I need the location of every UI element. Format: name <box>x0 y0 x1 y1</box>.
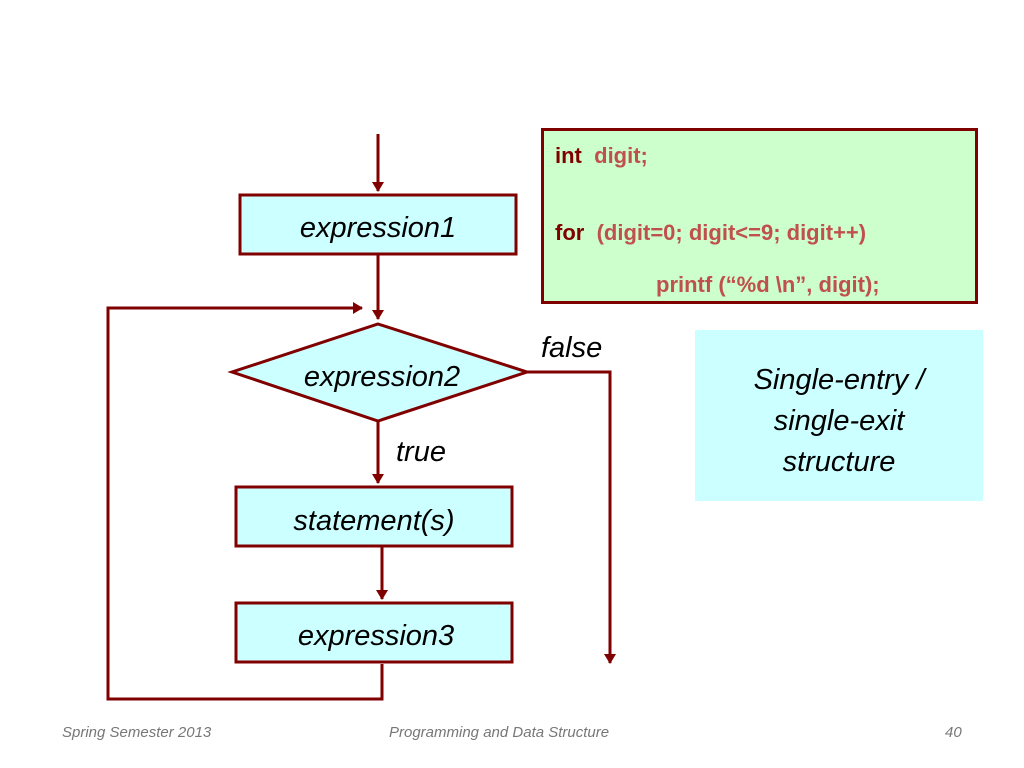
footer-page-number: 40 <box>945 724 962 741</box>
loop-back-arrow <box>106 302 384 701</box>
false-exit-arrow <box>527 370 616 664</box>
code-keyword-int: int <box>555 143 582 168</box>
true-label: true <box>396 436 446 468</box>
statement-box <box>234 485 514 548</box>
statement-label: statement(s) <box>293 505 454 537</box>
footer-course: Programming and Data Structure <box>389 724 610 741</box>
footer-semester: Spring Semester 2013 <box>62 724 212 741</box>
note-line-3: structure <box>782 446 896 478</box>
code-line-for: for (digit=0; digit<=9; digit++) <box>555 220 866 246</box>
structure-note: Single-entry / single-exit structure <box>695 330 983 501</box>
code-declaration-rest: digit; <box>594 143 648 168</box>
code-example-box: int digit; for (digit=0; digit<=9; digit… <box>541 128 978 304</box>
false-label: false <box>541 332 602 364</box>
expression3-label: expression3 <box>298 620 454 652</box>
code-keyword-for: for <box>555 220 585 245</box>
code-line-declaration: int digit; <box>555 143 648 169</box>
code-for-header: (digit=0; digit<=9; digit++) <box>596 220 867 245</box>
expression1-label: expression1 <box>300 212 456 244</box>
note-line-1: Single-entry / <box>753 364 925 396</box>
expression3-box <box>234 601 514 664</box>
note-line-2: single-exit <box>773 405 905 437</box>
code-line-printf: printf (“%d \n”, digit); <box>656 272 880 297</box>
expression2-label: expression2 <box>304 361 460 393</box>
